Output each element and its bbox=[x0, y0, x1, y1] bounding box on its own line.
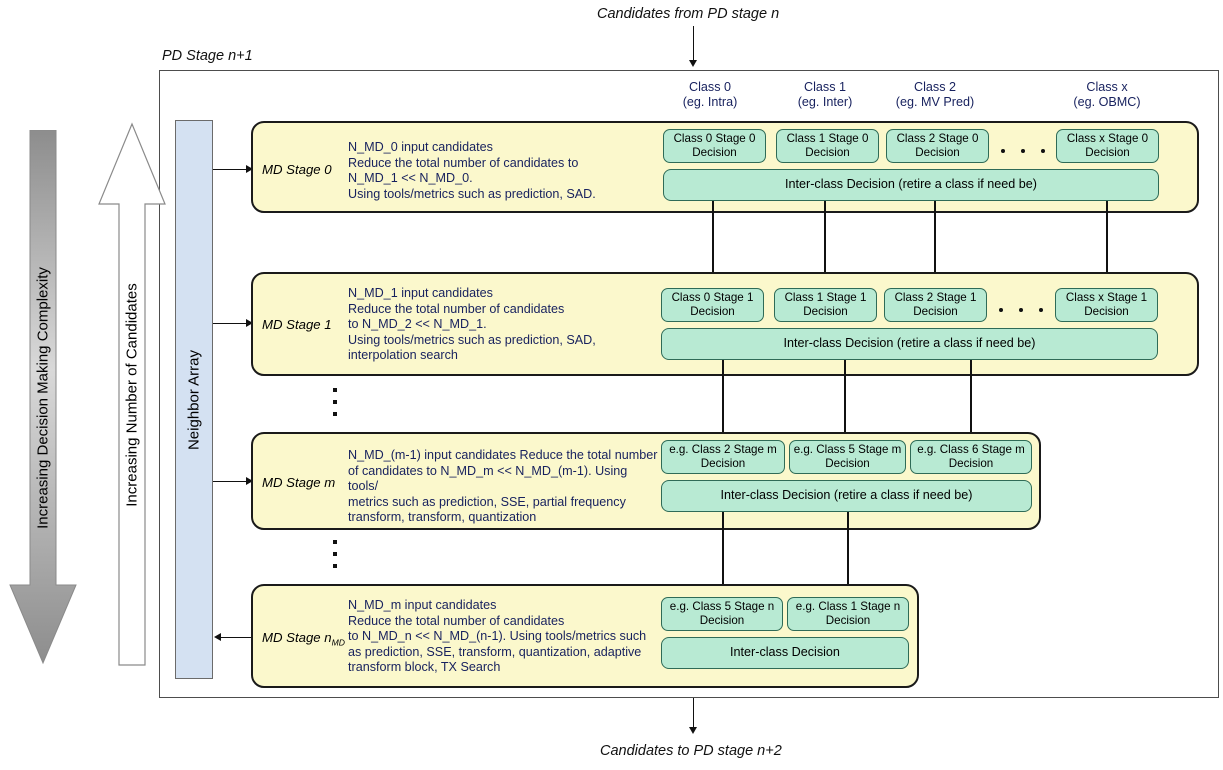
neighbor-connector-stagem bbox=[213, 481, 249, 483]
class-header-2-example: (eg. MV Pred) bbox=[895, 94, 975, 109]
neighbor-connector-stagen bbox=[221, 637, 253, 639]
connector-s1-sm-c0 bbox=[722, 360, 725, 435]
candidates-arrow-label: Increasing Number of Candidates bbox=[123, 282, 141, 507]
md-stage-0-label: MD Stage 0 bbox=[262, 162, 332, 177]
md-stage-0-description: N_MD_0 input candidates Reduce the total… bbox=[348, 140, 596, 201]
neighbor-connector-stage1 bbox=[213, 323, 249, 325]
connector-sm-sn-0 bbox=[722, 512, 725, 590]
bottom-caption: Candidates to PD stage n+2 bbox=[600, 743, 782, 759]
output-arrow-head bbox=[688, 727, 697, 734]
complexity-arrow-label-wrap: Increasing Decision Making Complexity bbox=[8, 130, 78, 665]
class-header-0-example: (eg. Intra) bbox=[682, 94, 738, 109]
input-arrow-line bbox=[693, 26, 695, 62]
decision-box-s1-c2[interactable]: Class 2 Stage 1 Decision bbox=[884, 288, 987, 322]
complexity-arrow bbox=[9, 130, 77, 665]
output-arrow-line bbox=[693, 698, 695, 730]
class-header-0: Class 0 (eg. Intra) bbox=[655, 80, 765, 109]
ellipsis-dot-s1-3 bbox=[1039, 308, 1043, 312]
connector-s1-sm-c1 bbox=[844, 360, 847, 435]
decision-box-s1-c0[interactable]: Class 0 Stage 1 Decision bbox=[661, 288, 764, 322]
class-header-1-example: (eg. Inter) bbox=[797, 94, 853, 109]
neighbor-connector-stagen-head bbox=[214, 633, 221, 642]
ellipsis-dot-s0-3 bbox=[1041, 149, 1045, 153]
class-header-1: Class 1 (eg. Inter) bbox=[770, 80, 880, 109]
pd-stage-frame-label: PD Stage n+1 bbox=[162, 48, 253, 64]
neighbor-connector-stage0 bbox=[213, 169, 249, 171]
md-stage-m-label: MD Stage m bbox=[262, 475, 336, 490]
md-stage-1-label: MD Stage 1 bbox=[262, 317, 332, 332]
neighbor-array-label: Neighbor Array bbox=[185, 349, 203, 450]
inter-class-decision-s0[interactable]: Inter-class Decision (retire a class if … bbox=[663, 169, 1159, 201]
decision-box-sm-0[interactable]: e.g. Class 2 Stage m Decision bbox=[661, 440, 785, 474]
complexity-arrow-label: Increasing Decision Making Complexity bbox=[34, 266, 52, 529]
connector-s0-s1-c0 bbox=[712, 201, 715, 277]
vertical-ellipsis-1-dot-2 bbox=[333, 400, 337, 404]
md-stage-1-description: N_MD_1 input candidates Reduce the total… bbox=[348, 286, 596, 363]
decision-box-s0-c0[interactable]: Class 0 Stage 0 Decision bbox=[663, 129, 766, 163]
md-stage-n-label-subscript: MD bbox=[331, 637, 346, 648]
neighbor-connector-stage1-head bbox=[246, 319, 253, 328]
decision-box-s1-c1[interactable]: Class 1 Stage 1 Decision bbox=[774, 288, 877, 322]
decision-box-sm-2[interactable]: e.g. Class 6 Stage m Decision bbox=[910, 440, 1032, 474]
md-stage-n-label-text: MD Stage n bbox=[262, 630, 332, 645]
class-header-1-name: Class 1 bbox=[804, 80, 846, 94]
md-stage-n-label: MD Stage nMD bbox=[262, 630, 345, 648]
candidates-arrow bbox=[98, 122, 166, 666]
vertical-ellipsis-1-dot-3 bbox=[333, 412, 337, 416]
decision-box-sn-0[interactable]: e.g. Class 5 Stage n Decision bbox=[661, 597, 783, 631]
vertical-ellipsis-1-dot-1 bbox=[333, 388, 337, 392]
class-header-3-name: Class x bbox=[1086, 80, 1128, 94]
class-header-2-name: Class 2 bbox=[914, 80, 956, 94]
connector-s1-sm-c2 bbox=[970, 360, 973, 435]
decision-box-sm-1[interactable]: e.g. Class 5 Stage m Decision bbox=[789, 440, 906, 474]
class-header-3-example: (eg. OBMC) bbox=[1073, 94, 1141, 109]
md-stage-n-description: N_MD_m input candidates Reduce the total… bbox=[348, 598, 647, 675]
class-header-0-name: Class 0 bbox=[689, 80, 731, 94]
decision-box-sn-1[interactable]: e.g. Class 1 Stage n Decision bbox=[787, 597, 909, 631]
neighbor-array: Neighbor Array bbox=[175, 120, 213, 679]
neighbor-connector-stage0-head bbox=[246, 165, 253, 174]
top-caption: Candidates from PD stage n bbox=[597, 6, 780, 22]
decision-box-s0-c2[interactable]: Class 2 Stage 0 Decision bbox=[886, 129, 989, 163]
neighbor-connector-stagem-head bbox=[246, 477, 253, 486]
inter-class-decision-sm[interactable]: Inter-class Decision (retire a class if … bbox=[661, 480, 1032, 512]
ellipsis-dot-s1-2 bbox=[1019, 308, 1023, 312]
vertical-ellipsis-2-dot-2 bbox=[333, 552, 337, 556]
connector-s0-s1-c2 bbox=[934, 201, 937, 277]
ellipsis-dot-s0-2 bbox=[1021, 149, 1025, 153]
ellipsis-dot-s0-1 bbox=[1001, 149, 1005, 153]
connector-s0-s1-cx bbox=[1106, 201, 1109, 277]
decision-box-s0-cx[interactable]: Class x Stage 0 Decision bbox=[1056, 129, 1159, 163]
ellipsis-dot-s1-1 bbox=[999, 308, 1003, 312]
connector-s0-s1-c1 bbox=[824, 201, 827, 277]
inter-class-decision-s1[interactable]: Inter-class Decision (retire a class if … bbox=[661, 328, 1158, 360]
input-arrow-head bbox=[688, 60, 697, 67]
vertical-ellipsis-2-dot-1 bbox=[333, 540, 337, 544]
decision-box-s0-c1[interactable]: Class 1 Stage 0 Decision bbox=[776, 129, 879, 163]
connector-sm-sn-1 bbox=[847, 512, 850, 590]
candidates-arrow-label-wrap: Increasing Number of Candidates bbox=[97, 122, 167, 667]
class-header-2: Class 2 (eg. MV Pred) bbox=[880, 80, 990, 109]
class-header-3: Class x (eg. OBMC) bbox=[1052, 80, 1162, 109]
vertical-ellipsis-2-dot-3 bbox=[333, 564, 337, 568]
md-stage-m-description: N_MD_(m-1) input candidates Reduce the t… bbox=[348, 448, 658, 525]
decision-box-s1-cx[interactable]: Class x Stage 1 Decision bbox=[1055, 288, 1158, 322]
inter-class-decision-sn[interactable]: Inter-class Decision bbox=[661, 637, 909, 669]
